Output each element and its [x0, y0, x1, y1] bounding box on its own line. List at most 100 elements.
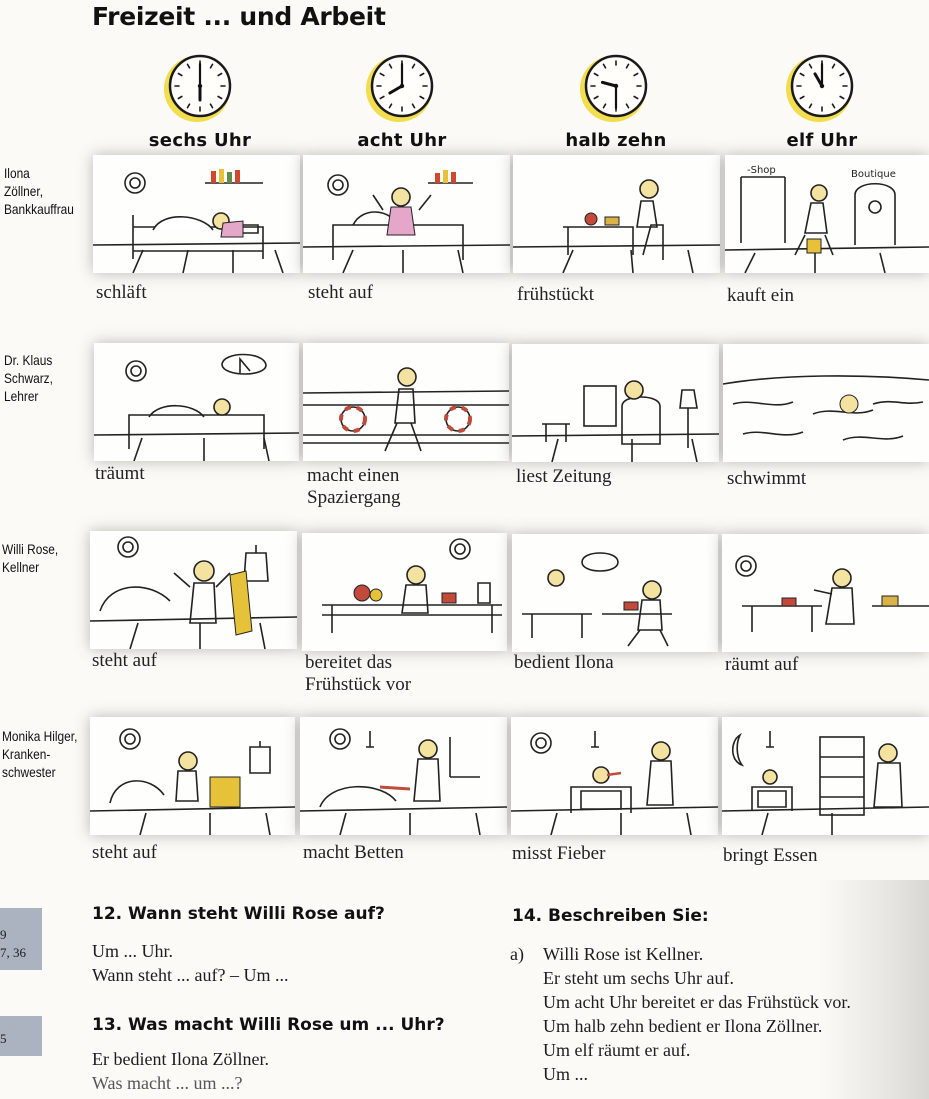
caption-willi-1: steht auf	[92, 650, 157, 672]
exercise-line: Was macht ... um ...?	[92, 1073, 243, 1093]
clock-half-ten: halb zehn	[536, 46, 696, 151]
caption-line: steht auf	[308, 282, 373, 303]
clock-icon	[164, 54, 232, 122]
exercise-12-heading: 12. Wann steht Willi Rose auf?	[92, 904, 385, 924]
exercise-line: Um ...	[543, 1064, 588, 1084]
panel-willi-serves	[512, 534, 718, 652]
caption-line: misst Fieber	[512, 843, 606, 864]
caption-line: schwimmt	[727, 468, 807, 489]
exercise-line: Um elf räumt er auf.	[543, 1040, 691, 1060]
caption-line: Frühstück vor	[305, 674, 412, 695]
exercise-13-heading: 13. Was macht Willi Rose um ... Uhr?	[92, 1015, 445, 1035]
exercise-line: Um acht Uhr bereitet er das Frühstück vo…	[543, 992, 851, 1012]
person-monika: Monika Hilger, Kranken- schwester	[2, 727, 77, 781]
exercise-line: Um ... Uhr.	[92, 941, 173, 961]
caption-line: frühstückt	[517, 284, 595, 305]
person-name: Ilona	[4, 165, 30, 181]
person-name: Willi Rose,	[2, 541, 59, 557]
person-name: Zöllner,	[4, 183, 44, 199]
caption-ilona-1: schläft	[96, 282, 147, 304]
caption-ilona-3: frühstückt	[517, 284, 594, 306]
caption-line: bringt Essen	[723, 845, 818, 866]
panel-willi-prepares	[302, 533, 507, 651]
caption-willi-2: bereitet das Frühstück vor	[305, 652, 411, 696]
panel-klaus-walks	[303, 343, 509, 461]
caption-line: macht Betten	[303, 842, 404, 863]
panel-ilona-shopping: -Shop Boutique	[725, 155, 929, 273]
person-job: Kranken-	[2, 746, 51, 762]
caption-line: kauft ein	[727, 285, 795, 306]
reference-box: 5	[0, 1016, 42, 1056]
person-name: Dr. Klaus	[4, 352, 53, 368]
caption-monika-2: macht Betten	[303, 842, 404, 864]
clock-six: sechs Uhr	[120, 46, 280, 151]
time-label-eight: acht Uhr	[357, 130, 447, 151]
caption-klaus-1: träumt	[95, 463, 145, 485]
caption-monika-4: bringt Essen	[723, 845, 817, 867]
reference-text: 9	[0, 927, 7, 942]
person-job: schwester	[2, 764, 56, 780]
caption-line: träumt	[95, 463, 145, 484]
panel-monika-food	[722, 717, 929, 835]
reference-box: 9 7, 36	[0, 908, 42, 970]
exercise-line: Willi Rose ist Kellner.	[543, 944, 704, 964]
panel-ilona-gets-up	[303, 155, 510, 273]
shop-sign: -Shop	[747, 165, 776, 176]
clock-icon	[786, 54, 854, 122]
clock-icon	[580, 54, 648, 122]
person-name: Schwarz,	[4, 370, 53, 386]
boutique-sign: Boutique	[851, 169, 896, 180]
panel-monika-makes-beds	[300, 717, 507, 835]
caption-line: räumt auf	[725, 654, 799, 675]
caption-line: steht auf	[92, 650, 157, 671]
caption-line: bedient Ilona	[514, 652, 614, 673]
panel-klaus-reads	[512, 344, 719, 462]
caption-monika-1: steht auf	[92, 842, 157, 864]
exercise-line: Er steht um sechs Uhr auf.	[543, 968, 734, 988]
person-job: Kellner	[2, 559, 40, 575]
panel-klaus-swims	[723, 344, 929, 462]
caption-willi-3: bedient Ilona	[514, 652, 614, 674]
clock-eleven: elf Uhr	[742, 46, 902, 151]
caption-klaus-3: liest Zeitung	[516, 466, 612, 488]
panel-klaus-dreams	[94, 343, 299, 461]
clock-eight: acht Uhr	[322, 46, 482, 151]
caption-klaus-2: macht einen Spaziergang	[307, 465, 401, 509]
reference-text: 7, 36	[0, 945, 26, 960]
exercise-line: Er bedient Ilona Zöllner.	[92, 1049, 269, 1069]
clock-icon	[366, 54, 434, 122]
caption-line: steht auf	[92, 842, 157, 863]
panel-monika-gets-up	[90, 717, 295, 835]
panel-willi-gets-up	[90, 531, 297, 649]
caption-line: macht einen	[307, 465, 400, 486]
caption-monika-3: misst Fieber	[512, 843, 605, 865]
panel-willi-clears	[722, 534, 929, 652]
page-title: Freizeit ... und Arbeit	[92, 2, 386, 31]
person-name: Monika Hilger,	[2, 728, 78, 744]
caption-line: schläft	[96, 282, 147, 303]
caption-ilona-4: kauft ein	[727, 285, 794, 307]
caption-line: bereitet das	[305, 652, 393, 673]
exercise-14-item-label: a)	[510, 944, 524, 964]
panel-monika-temperature	[511, 717, 718, 835]
caption-willi-4: räumt auf	[725, 654, 798, 676]
panel-ilona-sleeps	[93, 155, 300, 273]
caption-line: Spaziergang	[307, 487, 401, 508]
time-label-six: sechs Uhr	[148, 130, 252, 151]
caption-klaus-4: schwimmt	[727, 468, 806, 490]
person-job: Lehrer	[4, 388, 39, 404]
exercise-line: Um halb zehn bedient er Ilona Zöllner.	[543, 1016, 823, 1036]
panel-ilona-breakfast	[513, 155, 720, 273]
reference-text: 5	[0, 1031, 7, 1046]
exercise-14-body: Willi Rose ist Kellner. Er steht um sech…	[543, 942, 851, 1086]
exercise-line: Wann steht ... auf? – Um ...	[92, 965, 289, 985]
time-label-eleven: elf Uhr	[786, 130, 858, 151]
person-job: Bankkauffrau	[4, 201, 74, 217]
exercise-14-heading: 14. Beschreiben Sie:	[512, 906, 709, 926]
exercise-12-body: Um ... Uhr. Wann steht ... auf? – Um ...	[92, 939, 289, 987]
caption-ilona-2: steht auf	[308, 282, 373, 304]
person-willi: Willi Rose, Kellner	[2, 540, 58, 576]
caption-line: liest Zeitung	[516, 466, 612, 487]
exercise-13-body: Er bedient Ilona Zöllner. Was macht ... …	[92, 1047, 269, 1095]
person-ilona: Ilona Zöllner, Bankkauffrau	[4, 164, 74, 218]
